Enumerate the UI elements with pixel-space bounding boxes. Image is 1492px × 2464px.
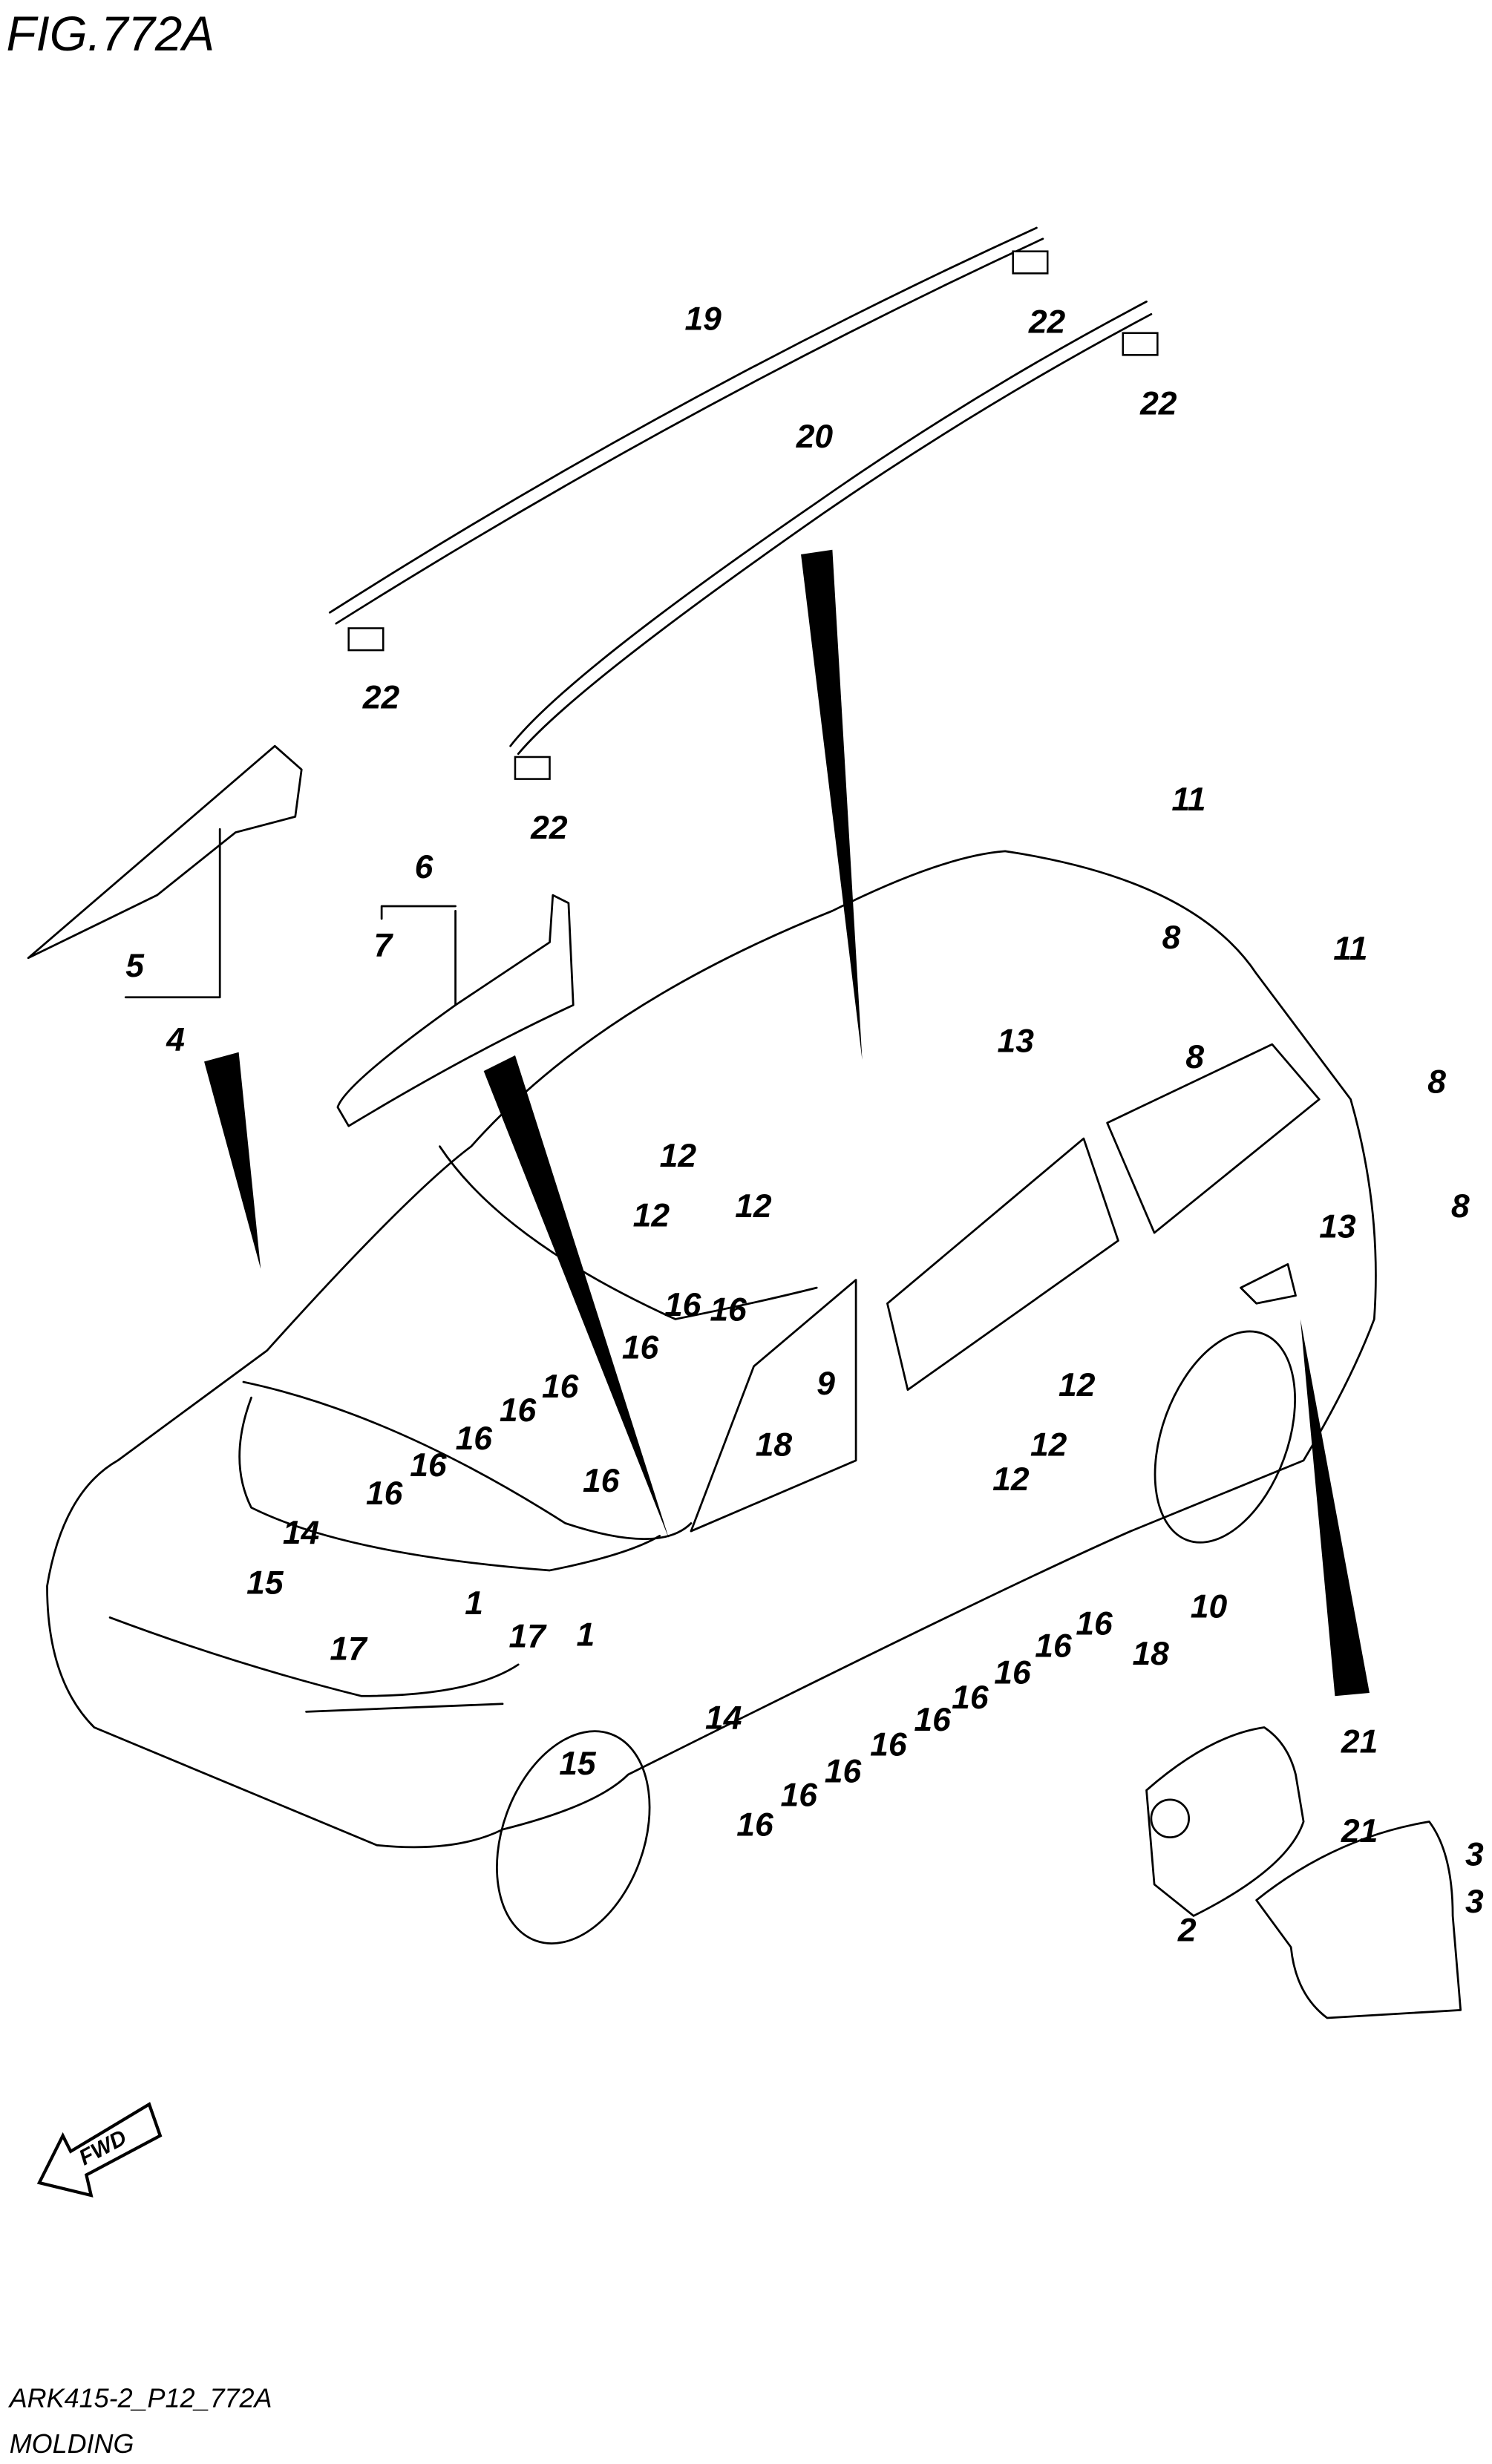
callout-14: 14 xyxy=(705,1700,742,1737)
callout-18: 18 xyxy=(1132,1636,1169,1672)
callout-16: 16 xyxy=(410,1447,447,1484)
callout-13: 13 xyxy=(998,1023,1035,1060)
callout-20: 20 xyxy=(796,419,834,455)
callout-14: 14 xyxy=(283,1515,319,1551)
callout-6: 6 xyxy=(415,849,433,885)
roof-molding-20 xyxy=(509,301,1153,756)
callout-21: 21 xyxy=(1341,1813,1378,1849)
roof-molding-19 xyxy=(328,226,1044,625)
pointer-wedges xyxy=(204,549,1370,1697)
callout-1: 1 xyxy=(465,1585,483,1622)
callout-15: 15 xyxy=(246,1565,284,1602)
callout-16: 16 xyxy=(542,1369,579,1405)
callout-4: 4 xyxy=(166,1022,185,1058)
callout-22: 22 xyxy=(1028,304,1066,341)
clips-22 xyxy=(347,250,1159,780)
callout-9: 9 xyxy=(817,1366,835,1402)
callout-19: 19 xyxy=(684,301,722,337)
callout-16: 16 xyxy=(870,1727,907,1763)
pillar-garnish-4 xyxy=(27,744,303,960)
callout-3: 3 xyxy=(1465,1837,1484,1873)
callout-16: 16 xyxy=(622,1329,659,1366)
callout-16: 16 xyxy=(736,1807,773,1844)
callout-16: 16 xyxy=(825,1754,862,1790)
callout-11: 11 xyxy=(1333,931,1367,967)
callout-3: 3 xyxy=(1465,1884,1484,1920)
callout-16: 16 xyxy=(583,1463,620,1499)
callout-21: 21 xyxy=(1341,1723,1378,1760)
fuel-lid xyxy=(1255,1821,1462,2019)
callout-12: 12 xyxy=(633,1198,670,1234)
callout-16: 16 xyxy=(952,1680,989,1716)
footer-title: MOLDING xyxy=(10,2428,134,2459)
callout-8: 8 xyxy=(1185,1039,1204,1075)
callout-12: 12 xyxy=(992,1461,1030,1498)
callout-16: 16 xyxy=(994,1654,1031,1691)
vehicle-body xyxy=(46,850,1377,1944)
callout-13: 13 xyxy=(1319,1208,1356,1245)
callout-16: 16 xyxy=(664,1287,701,1323)
callout-16: 16 xyxy=(366,1475,403,1512)
callout-22: 22 xyxy=(362,679,400,715)
callout-16: 16 xyxy=(1035,1628,1072,1664)
callout-16: 16 xyxy=(914,1702,951,1738)
callout-17: 17 xyxy=(509,1619,548,1655)
callout-11: 11 xyxy=(1171,782,1205,818)
fuel-lid-housing xyxy=(1145,1726,1305,1917)
fwd-arrow-icon: FWD xyxy=(36,2102,163,2198)
callout-10: 10 xyxy=(1191,1588,1228,1625)
callout-16: 16 xyxy=(456,1421,493,1457)
callout-12: 12 xyxy=(660,1138,697,1174)
callout-2: 2 xyxy=(1177,1912,1197,1948)
footer-code: ARK415-2_P12_772A xyxy=(8,2383,272,2414)
callout-16: 16 xyxy=(1076,1606,1113,1642)
callout-22: 22 xyxy=(530,810,568,846)
callout-16: 16 xyxy=(710,1292,747,1328)
figure-title: FIG.772A xyxy=(6,7,215,61)
callout-7: 7 xyxy=(374,928,394,964)
pillar-garnish-6 xyxy=(336,894,575,1127)
callout-15: 15 xyxy=(559,1746,597,1782)
callout-12: 12 xyxy=(1059,1367,1096,1403)
callout-17: 17 xyxy=(330,1631,368,1668)
callout-8: 8 xyxy=(1451,1188,1470,1225)
callout-1: 1 xyxy=(576,1617,595,1654)
callout-16: 16 xyxy=(500,1392,537,1429)
callout-16: 16 xyxy=(781,1777,818,1813)
callout-12: 12 xyxy=(735,1188,772,1225)
callout-8: 8 xyxy=(1162,920,1181,956)
callout-8: 8 xyxy=(1427,1064,1446,1101)
callout-18: 18 xyxy=(756,1427,793,1464)
callout-5: 5 xyxy=(125,948,145,984)
callout-12: 12 xyxy=(1030,1427,1067,1464)
callout-22: 22 xyxy=(1139,386,1177,422)
